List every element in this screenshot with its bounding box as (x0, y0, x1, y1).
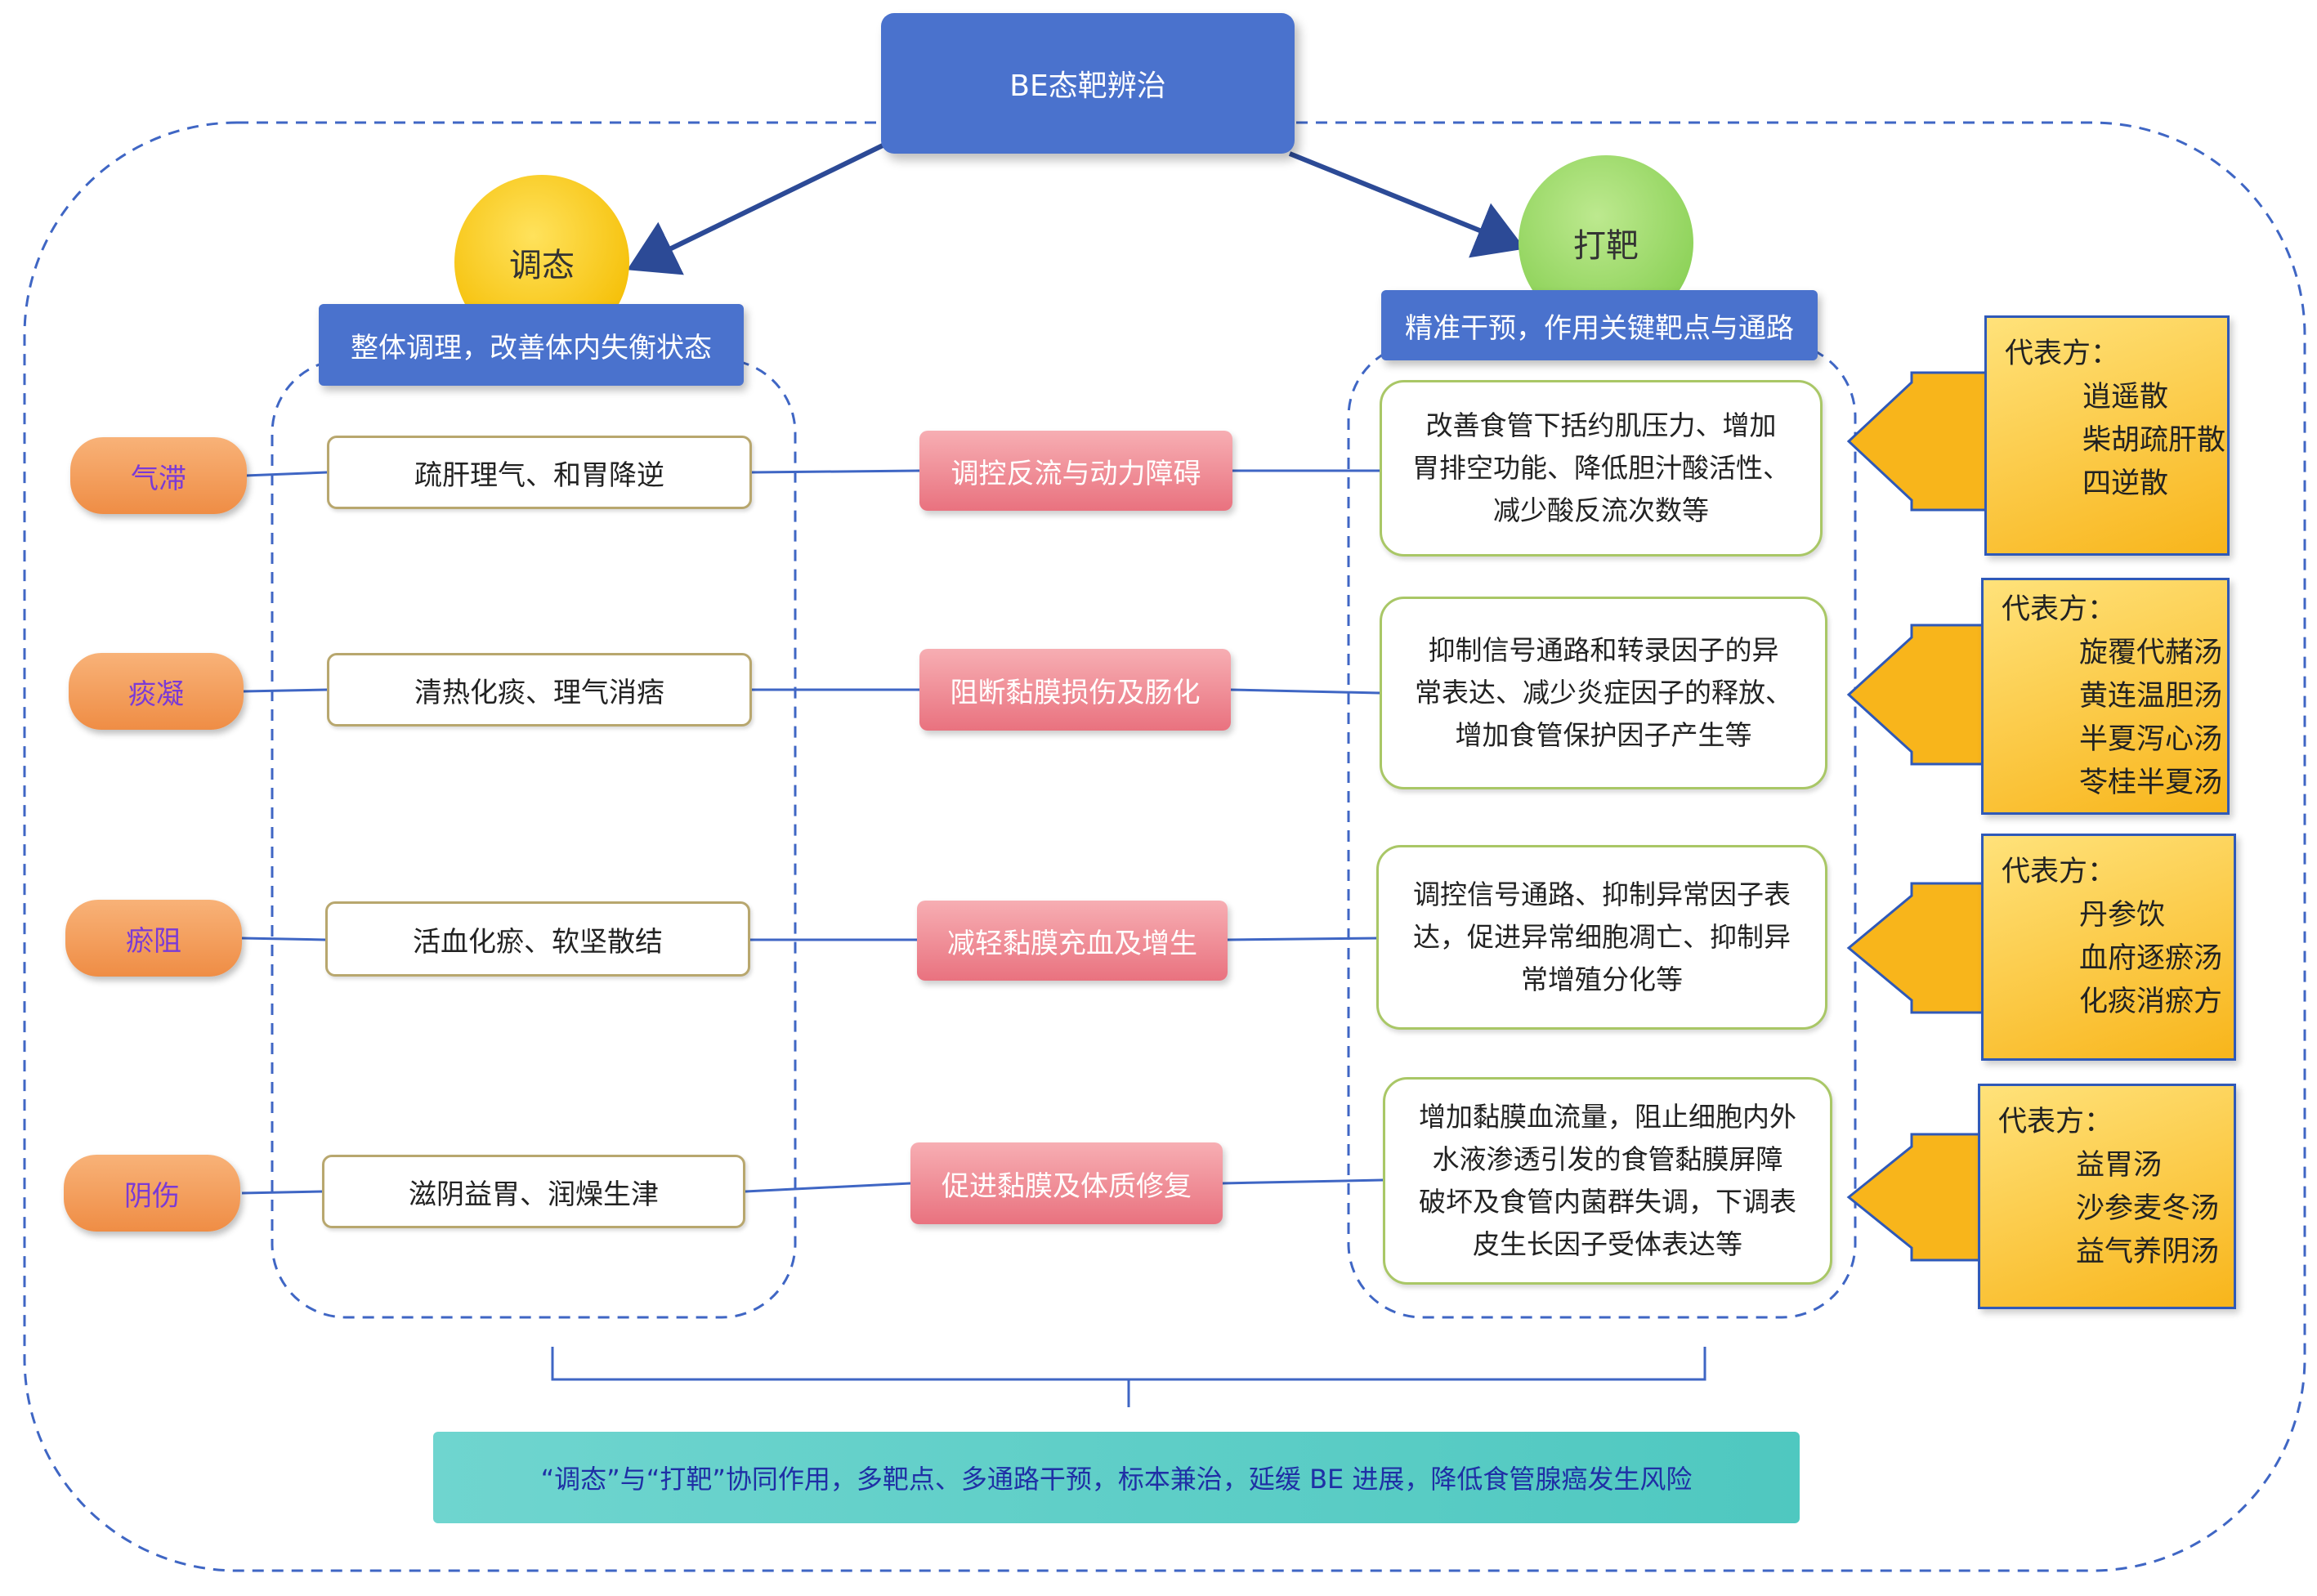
formula-box: 代表方： 旋覆代赭汤 黄连温胆汤 半夏泻心汤 苓桂半夏汤 (1981, 578, 2230, 815)
therapy-box: 滋阴益胃、润燥生津 (322, 1155, 745, 1228)
mechanism-line: 常表达、减少炎症因子的释放、 (1415, 677, 1792, 709)
formula-item: 半夏泻心汤 (2079, 723, 2223, 756)
mechanism-line: 水液渗透引发的食管黏膜屏障 (1432, 1143, 1783, 1175)
arrow-to-left-branch (627, 143, 884, 275)
target-box: 阻断黏膜损伤及肠化 (919, 649, 1231, 731)
formula-item: 苓桂半夏汤 (2079, 767, 2223, 799)
therapy-box: 疏肝理气、和胃降逆 (327, 436, 752, 509)
mechanism-line: 增加黏膜血流量，阻止细胞内外 (1419, 1101, 1796, 1133)
mechanism-line: 改善食管下括约肌压力、增加 (1425, 409, 1777, 441)
formula-item: 益胃汤 (2076, 1149, 2163, 1182)
arrow-to-right-branch (1288, 151, 1526, 258)
formula-heading: 代表方： (2002, 856, 2117, 888)
row-links (241, 469, 1384, 1195)
syndrome-pill: 痰凝 (69, 653, 244, 730)
mechanism-line: 增加食管保护因子产生等 (1455, 719, 1752, 751)
mechanism-box: 增加黏膜血流量，阻止细胞内外 水液渗透引发的食管黏膜屏障 破坏及食管内菌群失调，… (1383, 1077, 1832, 1285)
target-box: 促进黏膜及体质修复 (910, 1142, 1223, 1224)
formula-box: 代表方： 益胃汤 沙参麦冬汤 益气养阴汤 (1978, 1084, 2236, 1309)
syndrome-pill: 气滞 (70, 437, 247, 514)
diagram-title: BE态靶辨治 (881, 13, 1295, 154)
syndrome-pill: 瘀阻 (65, 900, 242, 977)
formula-item: 旋覆代赭汤 (2079, 637, 2223, 669)
conclusion-banner: “调态”与“打靶”协同作用，多靶点、多通路干预，标本兼治，延缓 BE 进展，降低… (433, 1432, 1800, 1523)
formula-item: 益气养阴汤 (2076, 1236, 2220, 1268)
syndrome-pill: 阴伤 (64, 1155, 240, 1232)
therapy-box: 清热化痰、理气消痞 (327, 653, 752, 726)
mechanism-line: 皮生长因子受体表达等 (1473, 1228, 1742, 1260)
formula-item: 柴胡疏肝散 (2082, 424, 2226, 457)
mechanism-line: 调控信号通路、抑制异常因子表 (1413, 878, 1791, 910)
mechanism-line: 减少酸反流次数等 (1493, 494, 1709, 526)
mechanism-line: 胃排空功能、降低胆汁酸活性、 (1412, 452, 1790, 484)
formula-arrows (1846, 371, 1988, 1262)
target-box: 减轻黏膜充血及增生 (917, 901, 1228, 981)
formula-item: 丹参饮 (2079, 899, 2166, 932)
mechanism-line: 破坏及食管内菌群失调，下调表 (1419, 1186, 1796, 1218)
formula-heading: 代表方： (1998, 1106, 2113, 1138)
formula-heading: 代表方： (2002, 593, 2117, 626)
formula-heading: 代表方： (2005, 338, 2120, 370)
formula-item: 四逆散 (2082, 467, 2169, 500)
mechanism-line: 达，促进异常细胞凋亡、抑制异 (1413, 921, 1791, 953)
formula-item: 黄连温胆汤 (2079, 680, 2223, 713)
formula-item: 逍遥散 (2082, 381, 2169, 414)
formula-item: 化痰消瘀方 (2079, 986, 2223, 1018)
target-box: 调控反流与动力障碍 (919, 431, 1232, 511)
mechanism-box: 改善食管下括约肌压力、增加 胃排空功能、降低胆汁酸活性、 减少酸反流次数等 (1380, 380, 1823, 557)
formula-item: 沙参麦冬汤 (2076, 1192, 2220, 1225)
left-branch-header: 整体调理，改善体内失衡状态 (319, 304, 744, 386)
bottom-brace (551, 1347, 1706, 1407)
mechanism-line: 常增殖分化等 (1521, 963, 1683, 995)
therapy-box: 活血化瘀、软坚散结 (325, 901, 750, 977)
formula-box: 代表方： 逍遥散 柴胡疏肝散 四逆散 (1984, 315, 2230, 556)
mechanism-line: 抑制信号通路和转录因子的异 (1428, 634, 1779, 666)
mechanism-box: 抑制信号通路和转录因子的异 常表达、减少炎症因子的释放、 增加食管保护因子产生等 (1380, 597, 1827, 789)
formula-box: 代表方： 丹参饮 血府逐瘀汤 化痰消瘀方 (1981, 834, 2236, 1061)
mechanism-box: 调控信号通路、抑制异常因子表 达，促进异常细胞凋亡、抑制异 常增殖分化等 (1376, 845, 1827, 1030)
right-branch-header: 精准干预，作用关键靶点与通路 (1381, 290, 1818, 360)
formula-item: 血府逐瘀汤 (2079, 942, 2223, 975)
